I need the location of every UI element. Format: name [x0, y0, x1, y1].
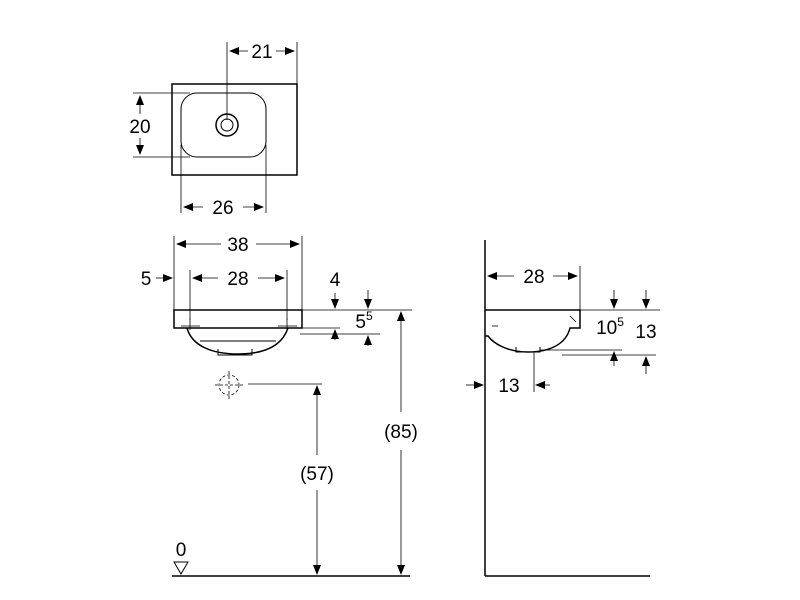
dim-5-offset: 5	[141, 269, 152, 290]
dim-13-bottom: 13	[498, 376, 519, 397]
dim-13-right: 13	[635, 322, 656, 343]
dim-20: 20	[129, 117, 150, 138]
front-basin-rim	[173, 309, 303, 329]
dim-85: (85)	[384, 422, 418, 443]
front-basin-bowl	[186, 327, 289, 355]
top-view: 21 20 26	[129, 42, 298, 219]
top-view-bowl-outline	[180, 92, 267, 158]
top-view-basin-outline	[171, 83, 298, 176]
floor-zero: 0	[176, 540, 187, 561]
dim-5-5: 55	[355, 309, 373, 333]
side-view: 28 105 13 13	[466, 240, 660, 577]
floor-level-icon	[173, 561, 189, 575]
dim-38: 38	[227, 235, 248, 256]
dim-4: 4	[330, 270, 341, 291]
dim-28-front: 28	[227, 269, 248, 290]
dim-57: (57)	[300, 464, 334, 485]
drain-inner-icon	[220, 118, 234, 132]
dim-21: 21	[251, 42, 272, 63]
dim-28-side: 28	[523, 267, 544, 288]
dim-10-5: 105	[596, 315, 624, 339]
dim-26: 26	[212, 198, 233, 219]
waste-outlet-icon	[215, 371, 243, 399]
front-view: 38 5 28 4 55 (85)	[141, 235, 418, 577]
side-basin	[485, 309, 581, 353]
